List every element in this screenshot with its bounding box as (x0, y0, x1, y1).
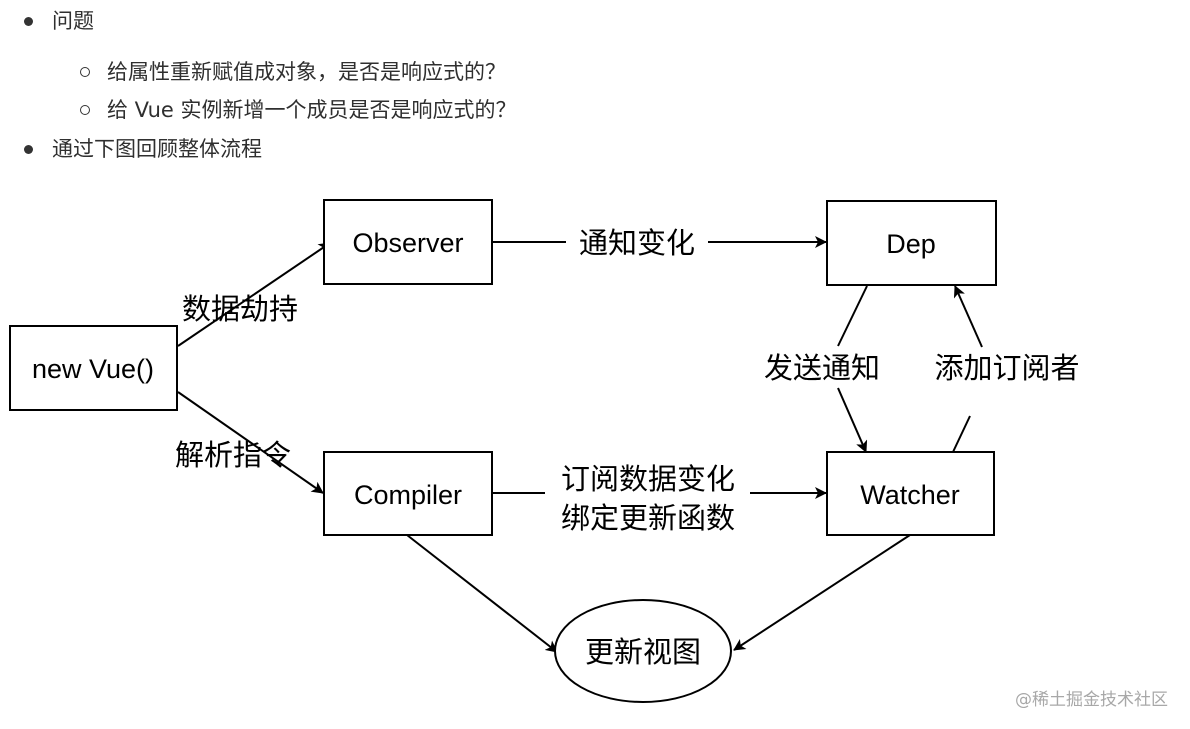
bullet-ring (80, 67, 90, 77)
edge-new-vue-to-observer (177, 242, 331, 347)
bullet-list: 问题 给属性重新赋值成对象，是否是响应式的？ 给 Vue 实例新增一个成员是否是… (0, 0, 700, 180)
bullet-subitem-add-member: 给 Vue 实例新增一个成员是否是响应式的？ (107, 98, 517, 122)
node-observer-label: Observer (352, 228, 463, 258)
bullet-dot (24, 17, 33, 26)
edge-watcher-to-dep-top (953, 285, 983, 348)
label-notify-change: 通知变化 (579, 226, 695, 260)
edge-new-vue-to-compiler (177, 391, 324, 494)
node-dep (826, 200, 997, 286)
bullet-item-review-flow: 通过下图回顾整体流程 (52, 137, 262, 161)
node-new-vue (9, 325, 178, 411)
edge-dep-to-watcher-top (837, 285, 868, 347)
edge-watcher-to-dep-bottom (952, 415, 971, 453)
bullet-subitem-reassign-object: 给属性重新赋值成对象，是否是响应式的？ (107, 60, 506, 84)
label-add-subscriber: 添加订阅者 (934, 351, 1079, 385)
label-bind-update-fn: 绑定更新函数 (561, 501, 735, 535)
bullet-item-question: 问题 (52, 9, 94, 33)
node-compiler (323, 451, 493, 536)
edge-dep-to-watcher-bottom (837, 387, 868, 453)
node-watcher (826, 451, 995, 536)
bullet-dot (24, 145, 33, 154)
node-new-vue-label: new Vue() (32, 354, 154, 384)
edge-compiler-to-update-view (406, 534, 558, 653)
label-send-notify: 发送通知 (764, 351, 880, 385)
node-observer (323, 199, 493, 285)
edge-watcher-to-update-view (733, 534, 911, 651)
label-subscribe-data-change: 订阅数据变化 (561, 462, 735, 496)
node-watcher-label: Watcher (860, 480, 960, 510)
node-update-view (554, 599, 732, 703)
watermark: @稀土掘金技术社区 (1015, 690, 1168, 710)
label-data-hijack: 数据劫持 (182, 292, 298, 326)
bullet-ring (80, 105, 90, 115)
node-update-view-label: 更新视图 (585, 635, 701, 669)
label-parse-directive: 解析指令 (175, 438, 291, 472)
node-compiler-label: Compiler (354, 480, 462, 510)
node-dep-label: Dep (886, 229, 936, 259)
